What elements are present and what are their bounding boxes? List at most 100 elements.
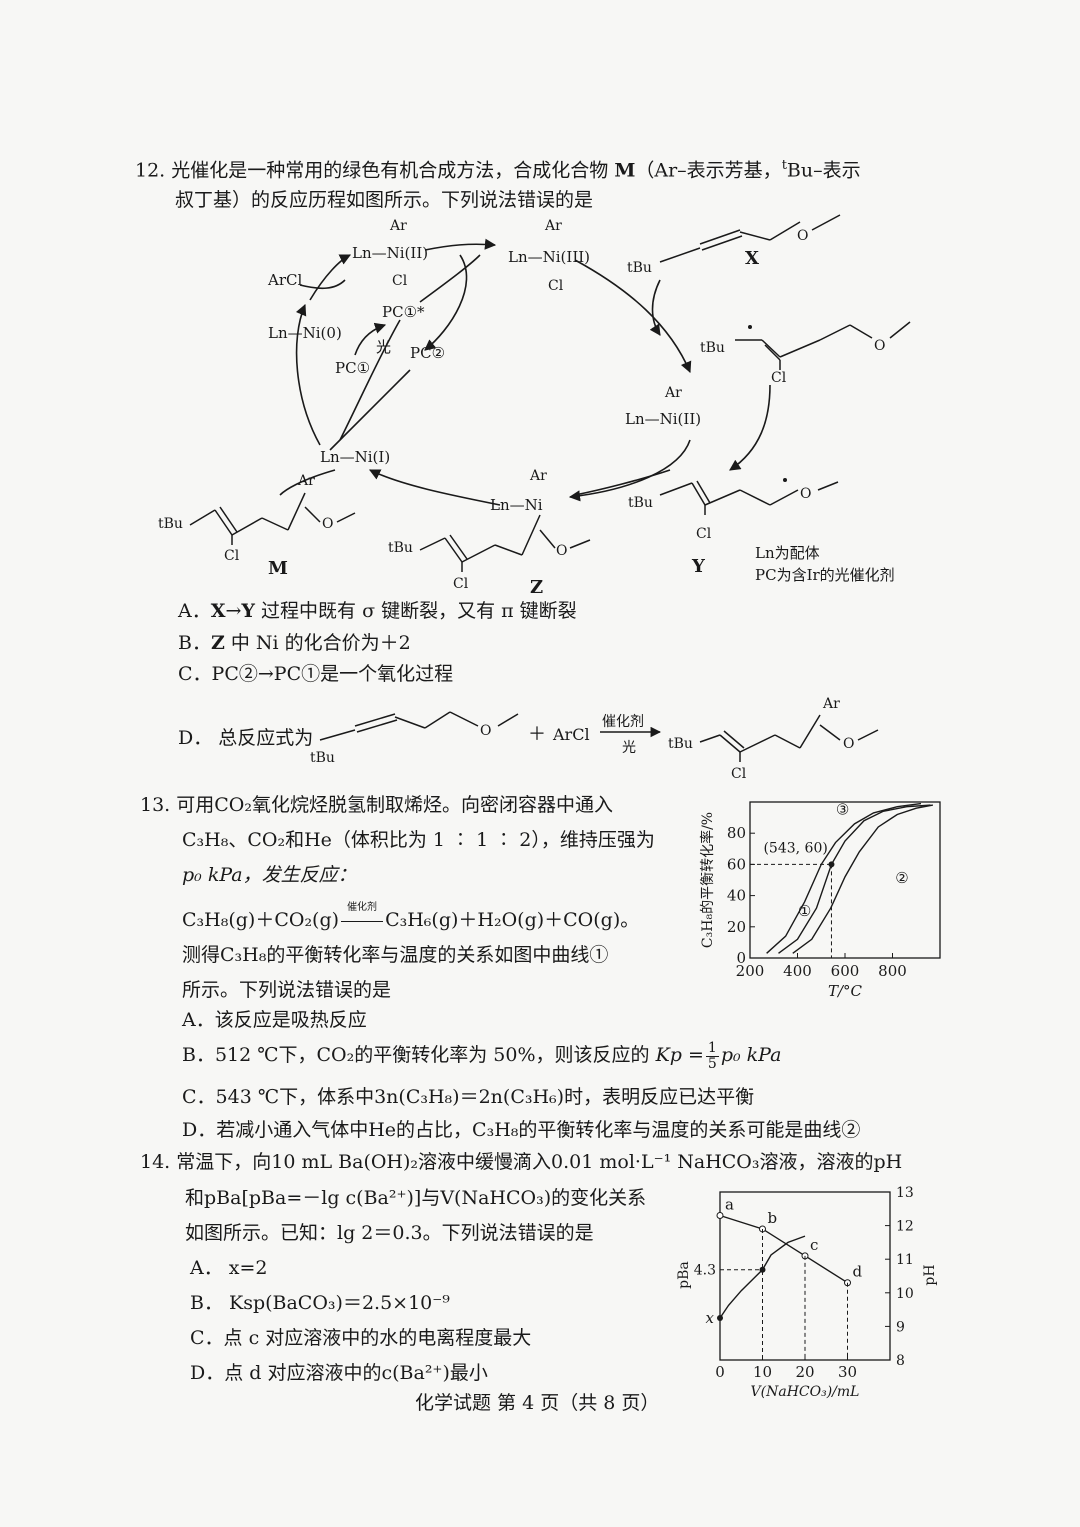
left-axis-label: pBa bbox=[676, 1261, 692, 1289]
right-axis-label: pH bbox=[922, 1264, 938, 1285]
ni0: Ln—Ni(0) bbox=[268, 324, 342, 342]
series-label-2: ② bbox=[895, 869, 908, 887]
left-mark-4-3: 4.3 bbox=[694, 1263, 716, 1279]
note-pc: PC为含Ir的光催化剂 bbox=[755, 566, 895, 584]
pba-curve bbox=[719, 1235, 806, 1319]
q12-option-d-equation: tBu O ＋ ArCl 催化剂 光 tBu Ar O Cl bbox=[310, 696, 879, 782]
point-label-c: c bbox=[810, 1236, 818, 1254]
series-line-2 bbox=[792, 804, 934, 954]
d-arcl: ArCl bbox=[552, 725, 590, 744]
svg-text:O: O bbox=[480, 723, 491, 739]
y-tick-label: 80 bbox=[727, 824, 746, 842]
ni3: Ln—Ni(III) bbox=[508, 248, 590, 266]
right-tick-label: 8 bbox=[896, 1353, 905, 1369]
x-tick-label: 10 bbox=[753, 1363, 772, 1381]
q14-line1: 14. 常温下，向10 mL Ba(OH)₂溶液中缓慢滴入0.01 mol·L⁻… bbox=[140, 1151, 903, 1173]
ar-label: Ar bbox=[389, 218, 407, 234]
svg-text:tBu: tBu bbox=[628, 495, 653, 511]
x-tick-label: 20 bbox=[795, 1363, 814, 1381]
q13-option-d: D．若减小通入气体中He的占比，C₃H₈的平衡转化率与温度的关系可能是曲线② bbox=[182, 1119, 861, 1141]
y-tick-label: 40 bbox=[727, 887, 746, 905]
y-tick-label: 20 bbox=[727, 918, 746, 936]
q12-stem-line1: 12. 光催化是一种常用的绿色有机合成方法，合成化合物 M（Ar–表示芳基，tB… bbox=[135, 158, 861, 182]
note-ln: Ln为配体 bbox=[755, 544, 820, 562]
svg-text:tBu: tBu bbox=[627, 260, 652, 276]
label-y: Y bbox=[691, 556, 706, 577]
svg-text:Ar: Ar bbox=[822, 696, 840, 712]
q13-option-a: A．该反应是吸热反应 bbox=[182, 1009, 367, 1031]
svg-text:O: O bbox=[797, 228, 808, 244]
svg-text:O: O bbox=[556, 543, 567, 559]
pc2: PC② bbox=[410, 344, 445, 362]
x-axis-label: V(NaHCO₃)/mL bbox=[751, 1384, 860, 1400]
svg-text:Cl: Cl bbox=[731, 766, 747, 782]
d-light: 光 bbox=[622, 740, 636, 756]
pc1: PC① bbox=[335, 359, 370, 377]
q12-mechanism-diagram: Ar Ln—Ni(II) Cl Ar Ln—Ni(III) Cl ArCl Ln… bbox=[158, 214, 911, 598]
q12-option-d: D． 总反应式为 bbox=[178, 727, 314, 749]
q14-option-a: A． x=2 bbox=[190, 1257, 268, 1279]
svg-text:O: O bbox=[800, 486, 811, 502]
right-tick-label: 11 bbox=[896, 1252, 914, 1268]
q14-option-b: B． Ksp(BaCO₃)＝2.5×10⁻⁹ bbox=[190, 1292, 450, 1314]
svg-text:tBu: tBu bbox=[668, 736, 693, 752]
q12-option-b: B．Z 中 Ni 的化合价为＋2 bbox=[178, 632, 411, 654]
svg-text:tBu: tBu bbox=[388, 540, 413, 556]
svg-text:Cl: Cl bbox=[696, 526, 712, 542]
svg-text:Ar: Ar bbox=[529, 468, 547, 484]
svg-text:Cl: Cl bbox=[453, 576, 469, 592]
y-axis-label: C₃H₈的平衡转化率/% bbox=[699, 812, 716, 948]
svg-text:Cl: Cl bbox=[224, 548, 240, 564]
q14-option-d: D．点 d 对应溶液中的c(Ba²⁺)最小 bbox=[190, 1362, 488, 1384]
q14-line3: 如图所示。已知：lg 2＝0.3。下列说法错误的是 bbox=[185, 1222, 594, 1244]
q12-option-c: C．PC②→PC①是一个氧化过程 bbox=[178, 663, 454, 685]
light-label: 光 bbox=[376, 338, 391, 356]
q13-line1: 13. 可用CO₂氧化烷烃脱氢制取烯烃。向密闭容器中通入 bbox=[140, 794, 613, 816]
x-tick-label: 30 bbox=[838, 1363, 857, 1381]
svg-text:tBu: tBu bbox=[310, 750, 335, 766]
y-tick-label: 60 bbox=[727, 855, 746, 873]
svg-text:Ar: Ar bbox=[664, 385, 682, 401]
q13-option-c: C．543 ℃下，体系中3n(C₃H₈)＝2n(C₃H₆)时，表明反应已达平衡 bbox=[182, 1086, 755, 1108]
molecule-y bbox=[659, 480, 839, 515]
right-tick-label: 10 bbox=[896, 1286, 914, 1302]
right-tick-label: 9 bbox=[896, 1319, 905, 1335]
x-tick-label: 600 bbox=[831, 962, 860, 980]
ni2-right: Ln—Ni(II) bbox=[625, 410, 701, 428]
series-label-3: ③ bbox=[836, 800, 849, 818]
y-tick-label: 0 bbox=[736, 949, 746, 967]
label-z: Z bbox=[530, 577, 543, 598]
plot-frame bbox=[749, 801, 941, 959]
point-label-b: b bbox=[768, 1209, 778, 1227]
right-tick-label: 12 bbox=[896, 1219, 914, 1235]
q14-line2: 和pBa[pBa=－lg c(Ba²⁺)]与V(NaHCO₃)的变化关系 bbox=[185, 1187, 647, 1209]
q13-line2: C₃H₈、CO₂和He（体积比为 1 ∶ 1 ∶ 2），维持压强为 bbox=[182, 829, 655, 851]
left-mark-x: x bbox=[706, 1309, 715, 1327]
z-ni: Ln—Ni bbox=[490, 496, 543, 514]
point-label-a: a bbox=[725, 1196, 734, 1214]
annotation-label: (543, 60) bbox=[763, 840, 827, 856]
ni1: Ln—Ni(I) bbox=[320, 448, 390, 466]
label-x: X bbox=[745, 248, 759, 269]
svg-text:Ar: Ar bbox=[297, 473, 315, 489]
right-tick-label: 13 bbox=[896, 1185, 914, 1201]
molecule-m bbox=[189, 492, 356, 545]
svg-text:Cl: Cl bbox=[771, 370, 787, 386]
svg-text:Ar: Ar bbox=[544, 218, 562, 234]
svg-text:O: O bbox=[322, 516, 333, 532]
d-plus: ＋ bbox=[528, 724, 546, 745]
q12-stem-line2: 叔丁基）的反应历程如图所示。下列说法错误的是 bbox=[175, 189, 594, 211]
x-tick-label: 0 bbox=[715, 1363, 725, 1381]
cl-label: Cl bbox=[392, 273, 408, 289]
svg-text:Cl: Cl bbox=[548, 278, 564, 294]
molecule-z bbox=[419, 514, 591, 572]
arcl-label: ArCl bbox=[267, 271, 302, 289]
q13-line3: p₀ kPa，发生反应： bbox=[182, 864, 357, 886]
molecule-x bbox=[659, 214, 841, 263]
svg-text:tBu: tBu bbox=[700, 340, 725, 356]
q12-option-a: A．X→Y 过程中既有 σ 键断裂，又有 π 键断裂 bbox=[178, 600, 577, 622]
svg-text:O: O bbox=[874, 338, 885, 354]
